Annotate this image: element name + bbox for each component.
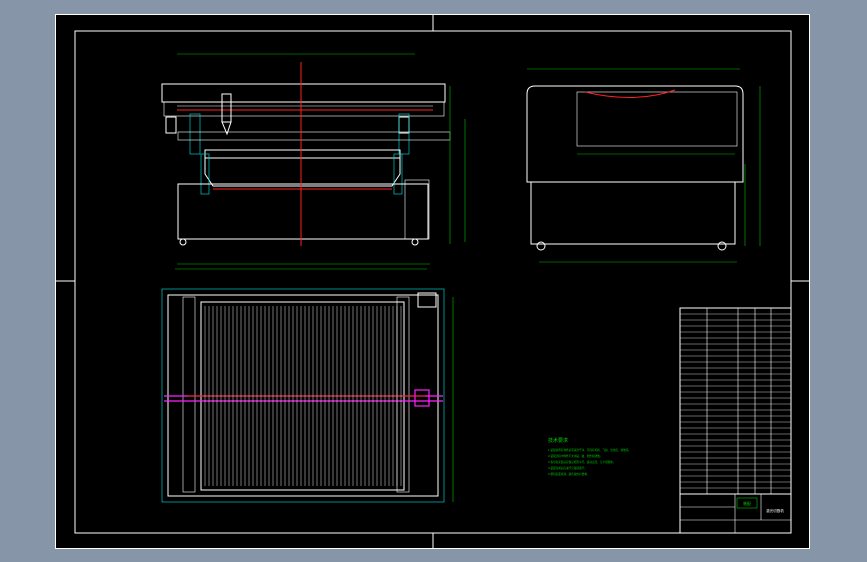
tech-line-2: 2.装配过程中零件不允许磕、碰、划伤和锈蚀。 (548, 454, 602, 458)
honeycomb-slats (204, 306, 402, 486)
cad-drawing: 技术要求 1.装配前所有零件必须清洗干净，不得有毛刺、飞边、氧化皮、锈蚀等。 2… (55, 14, 810, 549)
parts-list (679, 307, 792, 495)
drawing-sheet: 技术要求 1.装配前所有零件必须清洗干净，不得有毛刺、飞边、氧化皮、锈蚀等。 2… (55, 14, 810, 549)
tech-line-5: 5.整机表面喷漆，颜色按用户要求。 (548, 472, 589, 476)
top-view (161, 268, 454, 503)
scale-box-text: 装配 (743, 500, 751, 506)
outer-border (55, 14, 810, 549)
tech-requirements-heading: 技术要求 (548, 437, 568, 444)
tech-requirements: 技术要求 1.装配前所有零件必须清洗干净，不得有毛刺、飞边、氧化皮、锈蚀等。 2… (548, 437, 631, 476)
tech-line-1: 1.装配前所有零件必须清洗干净，不得有毛刺、飞边、氧化皮、锈蚀等。 (548, 448, 631, 452)
title-block: 装配 激光切割机 (679, 493, 792, 534)
tech-line-4: 4.装配完成后应进行空载试运行。 (548, 466, 587, 470)
tech-line-3: 3.各导轨安装后应保证相互平行，运动灵活，无卡滞现象。 (548, 460, 615, 464)
front-view (161, 53, 466, 265)
drawing-label: 激光切割机 (766, 508, 784, 513)
side-view (526, 68, 761, 263)
inner-border (74, 30, 792, 534)
